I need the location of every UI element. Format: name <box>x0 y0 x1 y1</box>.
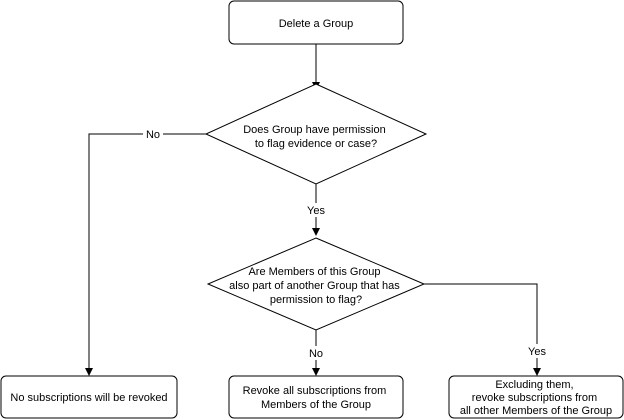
end-revoke-all-box <box>228 375 404 419</box>
end-revoke-others-node: Excluding them, revoke subscriptions fro… <box>448 375 624 419</box>
decision-members-node: Are Members of this Group also part of a… <box>206 237 426 331</box>
decision-members-line: also part of another Group that has <box>229 280 400 292</box>
start-node-line: Delete a Group <box>279 18 354 30</box>
end-none-label: No subscriptions will be revoked <box>10 392 167 404</box>
end-revoke-others-box <box>448 375 624 419</box>
end-revoke-all-label: Revoke all subscriptions from Members of… <box>243 385 390 411</box>
edge-label-permission-no: No <box>146 129 160 141</box>
decision-members-line: permission to flag? <box>270 294 362 306</box>
edge-labels: No Yes No Yes <box>143 127 550 360</box>
decision-permission-line: to flag evidence or case? <box>255 138 377 150</box>
start-node-label: Delete a Group <box>279 18 354 30</box>
start-node-box <box>228 0 404 45</box>
edge-members-yes <box>424 283 538 368</box>
end-revoke-others-line: revoke subscriptions from <box>472 392 597 404</box>
edge-permission-no <box>88 133 206 368</box>
end-revoke-others-line: Excluding them, <box>495 379 573 391</box>
end-none-node: No subscriptions will be revoked <box>0 375 178 419</box>
end-none-box <box>0 375 178 419</box>
start-node: Delete a Group <box>228 0 404 45</box>
arrowhead <box>312 228 320 236</box>
arrowhead <box>85 368 93 376</box>
decision-permission-diamond <box>204 83 428 185</box>
decision-members-label: Are Members of this Group also part of a… <box>229 266 403 306</box>
end-revoke-all-node: Revoke all subscriptions from Members of… <box>228 375 404 419</box>
end-revoke-all-line: Members of the Group <box>261 399 371 411</box>
decision-members-diamond <box>206 237 426 331</box>
end-none-line: No subscriptions will be revoked <box>10 392 167 404</box>
decision-members-line: Are Members of this Group <box>248 266 380 278</box>
edge-label-members-yes: Yes <box>528 346 546 358</box>
edge-label-members-no: No <box>309 348 323 360</box>
end-revoke-others-label: Excluding them, revoke subscriptions fro… <box>460 379 612 417</box>
end-revoke-all-line: Revoke all subscriptions from <box>243 385 387 397</box>
arrowhead <box>533 368 541 376</box>
end-revoke-others-line: all other Members of the Group <box>460 405 612 417</box>
arrowhead <box>312 368 320 376</box>
decision-permission-line: Does Group have permission <box>243 124 385 136</box>
decision-permission-node: Does Group have permission to flag evide… <box>204 83 428 185</box>
decision-permission-label: Does Group have permission to flag evide… <box>243 124 389 150</box>
edge-label-permission-yes: Yes <box>307 205 325 217</box>
